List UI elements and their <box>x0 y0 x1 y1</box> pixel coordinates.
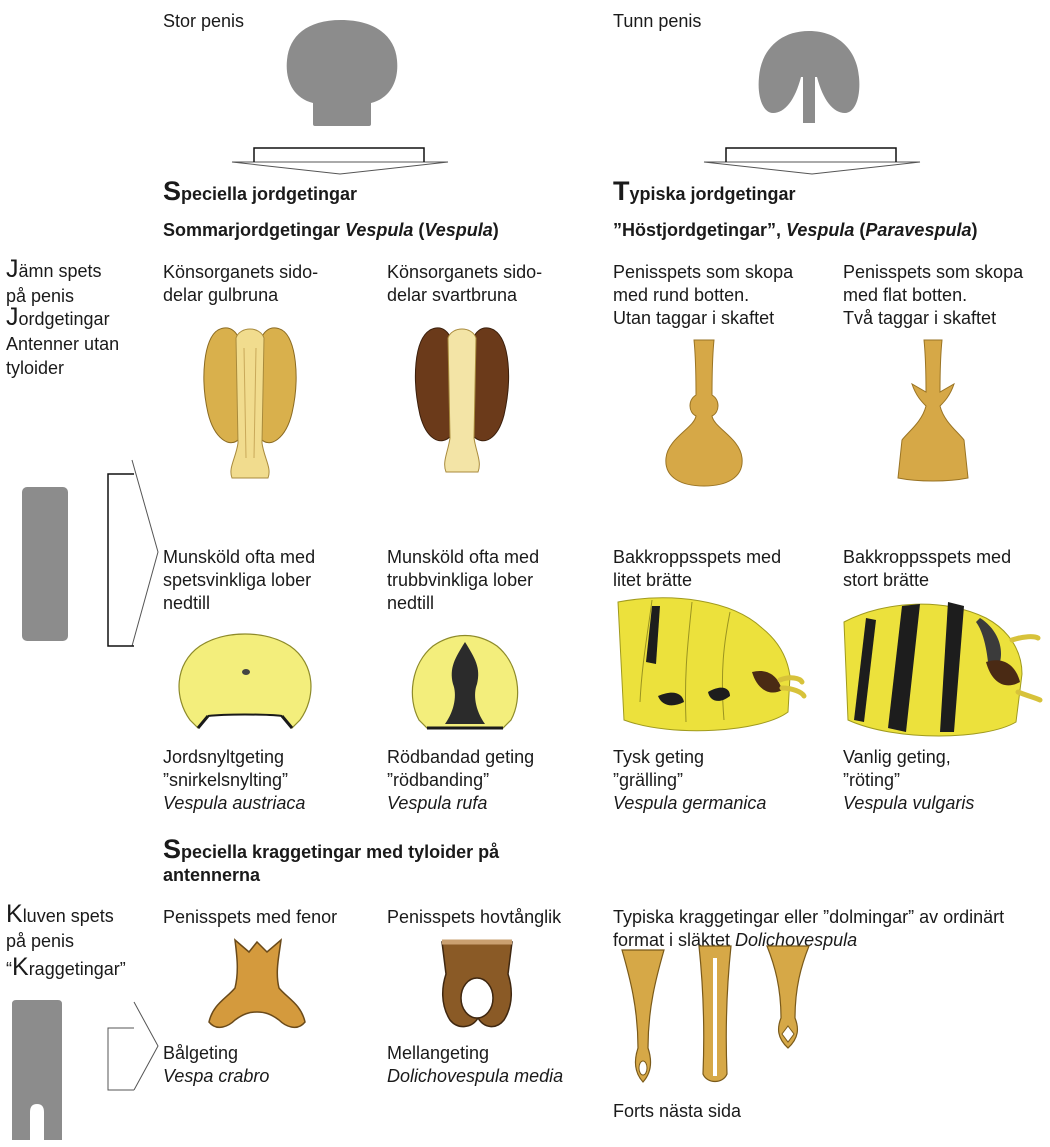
blunt-lobe-clypeus-illustration <box>405 628 525 738</box>
down-arrow-left <box>230 146 450 176</box>
pointed-lobe-clypeus-illustration <box>170 628 320 738</box>
small-rim-abdomen-tip-illustration <box>612 592 822 742</box>
row2-col2-text-2: trubbvinkliga lober <box>387 569 533 591</box>
thin-penis-shape <box>755 25 865 125</box>
large-rim-abdomen-tip-illustration <box>836 592 1046 747</box>
row2-col2-text-3: nedtill <box>387 592 434 614</box>
yellow-brown-genitalia-illustration <box>200 318 300 488</box>
hoof-penis-tip-label: Penisspets hovtånglik <box>387 906 561 928</box>
row2-col3-text-1: Bakkroppsspets med <box>613 546 781 568</box>
typical-kraggetingar-text-1: Typiska kraggetingar eller ”dolmingar” a… <box>613 906 1004 928</box>
even-tip-shape <box>22 487 68 641</box>
row2-col1-text-2: spetsvinkliga lober <box>163 569 311 591</box>
right-arrow-even-tip <box>106 458 162 658</box>
species-austriaca-latin: Vespula austriaca <box>163 792 305 814</box>
row2-col4-text-1: Bakkroppsspets med <box>843 546 1011 568</box>
row1-col3-text-1: Penisspets som skopa <box>613 261 793 283</box>
species-germanica-nickname: ”grälling” <box>613 769 683 791</box>
species-media-common: Mellangeting <box>387 1042 489 1064</box>
row1-col3-text-2: med rund botten. <box>613 284 749 306</box>
species-austriaca-common: Jordsnyltgeting <box>163 746 284 768</box>
round-scoop-penis-tip-illustration <box>660 340 750 490</box>
species-vulgaris-latin: Vespula vulgaris <box>843 792 974 814</box>
right-arrow-split-tip <box>106 1000 162 1100</box>
row1-col2-text-2: delar svartbruna <box>387 284 517 306</box>
row2-col4-text-2: stort brätte <box>843 569 929 591</box>
split-tip-label-1: Kluven spets <box>6 903 114 927</box>
split-tip-label-3: “Kraggetingar” <box>6 956 126 980</box>
heading-summer-ground-wasps: Sommarjordgetingar Vespula (Vespula) <box>163 219 499 241</box>
even-tip-label-5: tyloider <box>6 357 64 379</box>
species-rufa-latin: Vespula rufa <box>387 792 487 814</box>
row1-col3-text-3: Utan taggar i skaftet <box>613 307 774 329</box>
even-tip-label-3: Jordgetingar <box>6 306 110 330</box>
fins-penis-tip-label: Penisspets med fenor <box>163 906 337 928</box>
dark-brown-genitalia-illustration <box>412 320 512 480</box>
continued-next-page: Forts nästa sida <box>613 1100 741 1122</box>
species-crabro-common: Bålgeting <box>163 1042 238 1064</box>
heading-special-kraggetingar-2: antennerna <box>163 864 260 886</box>
dolichovespula-penis-tip-3 <box>763 944 813 1054</box>
species-germanica-common: Tysk geting <box>613 746 704 768</box>
row1-col1-text-2: delar gulbruna <box>163 284 278 306</box>
row1-col4-text-2: med flat botten. <box>843 284 967 306</box>
dolichovespula-penis-tip-2 <box>695 944 735 1089</box>
row2-col1-text-3: nedtill <box>163 592 210 614</box>
species-germanica-latin: Vespula germanica <box>613 792 766 814</box>
row2-col2-text-1: Munsköld ofta med <box>387 546 539 568</box>
down-arrow-right <box>702 146 922 176</box>
dolichovespula-penis-tip-1 <box>618 948 668 1088</box>
species-crabro-latin: Vespa crabro <box>163 1065 269 1087</box>
species-austriaca-nickname: ”snirkelsnylting” <box>163 769 288 791</box>
heading-special-ground-wasps: Speciella jordgetingar <box>163 180 357 205</box>
row1-col4-text-3: Två taggar i skaftet <box>843 307 996 329</box>
row1-col2-text-1: Könsorganets sido- <box>387 261 542 283</box>
species-vulgaris-common: Vanlig geting, <box>843 746 951 768</box>
species-media-latin: Dolichovespula media <box>387 1065 563 1087</box>
heading-autumn-ground-wasps: ”Höstjordgetingar”, Vespula (Paravespula… <box>613 219 977 241</box>
heading-special-kraggetingar-1: Speciella kraggetingar med tyloider på <box>163 838 499 863</box>
large-penis-label: Stor penis <box>163 10 244 32</box>
even-tip-label-4: Antenner utan <box>6 333 119 355</box>
finned-penis-tip-illustration <box>205 936 310 1041</box>
row2-col1-text-1: Munsköld ofta med <box>163 546 315 568</box>
species-rufa-nickname: ”rödbanding” <box>387 769 489 791</box>
large-penis-shape <box>283 18 403 128</box>
even-tip-label-1: Jämn spets <box>6 258 102 282</box>
species-rufa-common: Rödbandad geting <box>387 746 534 768</box>
row1-col1-text-1: Könsorganets sido- <box>163 261 318 283</box>
hoof-penis-tip-illustration <box>432 934 522 1034</box>
row2-col3-text-2: litet brätte <box>613 569 692 591</box>
heading-typical-ground-wasps: Typiska jordgetingar <box>613 180 796 205</box>
split-tip-shape <box>12 1000 62 1140</box>
row1-col4-text-1: Penisspets som skopa <box>843 261 1023 283</box>
split-tip-label-2: på penis <box>6 930 74 952</box>
flat-scoop-penis-tip-illustration <box>888 340 978 490</box>
thin-penis-label: Tunn penis <box>613 10 701 32</box>
species-vulgaris-nickname: ”röting” <box>843 769 900 791</box>
